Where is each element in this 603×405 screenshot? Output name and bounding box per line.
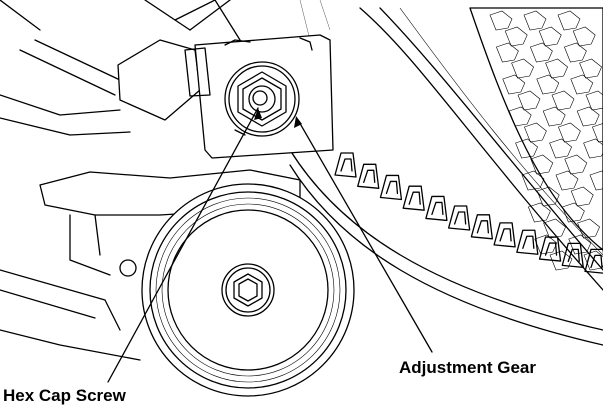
tread-block	[538, 26, 562, 47]
gear-tooth	[516, 229, 539, 255]
tread-block	[570, 74, 594, 95]
gear-tooth	[538, 236, 562, 262]
tread-block	[568, 234, 592, 255]
gear-tooth	[447, 205, 471, 231]
gear-tooth	[334, 152, 357, 178]
gear-tooth	[493, 222, 516, 248]
adjustment-gear-label: Adjustment Gear	[399, 358, 536, 377]
tread-block	[530, 154, 554, 175]
tread-block	[517, 90, 541, 111]
hex-cap-screw-arrowhead	[254, 108, 262, 120]
gear-tooth	[584, 248, 603, 274]
adjustment-gear	[289, 149, 603, 346]
tread-block	[511, 58, 534, 79]
gear-tooth	[379, 174, 403, 201]
tread-block	[592, 123, 603, 143]
tread-block	[515, 138, 538, 159]
gear-tooth	[402, 185, 425, 211]
gear-teeth	[334, 152, 603, 274]
tread-block	[502, 74, 526, 95]
tread-block	[542, 106, 566, 127]
tread-block	[530, 42, 553, 63]
tread-block	[564, 42, 587, 63]
tread-block	[583, 250, 603, 271]
tread-block	[549, 138, 572, 159]
tread-block	[496, 42, 519, 63]
gear-tooth	[425, 195, 448, 222]
gear-tooth	[561, 242, 584, 269]
gear-tooth	[357, 163, 380, 189]
tread-block	[523, 10, 547, 31]
gear-tooth	[470, 214, 494, 240]
hex-cap-screw-label: Hex Cap Screw	[3, 386, 126, 405]
tread-block	[536, 186, 560, 207]
tire-tread	[489, 10, 603, 271]
tread-block	[557, 10, 581, 31]
tread-block	[589, 170, 603, 191]
tread-block	[504, 26, 528, 47]
tread-block	[521, 170, 545, 191]
tread-block	[570, 186, 594, 207]
tread-block	[536, 74, 560, 95]
tread-block	[558, 122, 581, 143]
tread-block	[534, 234, 558, 255]
adjustment-gear-leader	[297, 119, 433, 353]
hex-cap-screw-leader	[107, 107, 259, 383]
tread-block	[555, 170, 579, 191]
tread-block	[545, 58, 568, 79]
tread-block	[576, 106, 600, 127]
leader-lines	[107, 107, 433, 383]
hex-cap-screw	[224, 61, 300, 137]
adjustment-gear-arrowhead	[294, 116, 302, 128]
tread-block	[572, 26, 596, 47]
tread-block	[583, 138, 603, 159]
pulley	[141, 183, 355, 397]
tread-block	[585, 90, 603, 111]
tread-block	[564, 154, 588, 175]
tread-block	[579, 58, 602, 79]
tread-block	[489, 10, 513, 31]
tire	[359, 7, 603, 291]
tread-block	[524, 122, 547, 143]
tread-block	[543, 218, 566, 239]
tread-block	[562, 202, 585, 223]
tread-block	[508, 106, 532, 127]
tread-block	[551, 90, 575, 111]
tread-block	[577, 218, 600, 239]
tread-block	[528, 202, 551, 223]
